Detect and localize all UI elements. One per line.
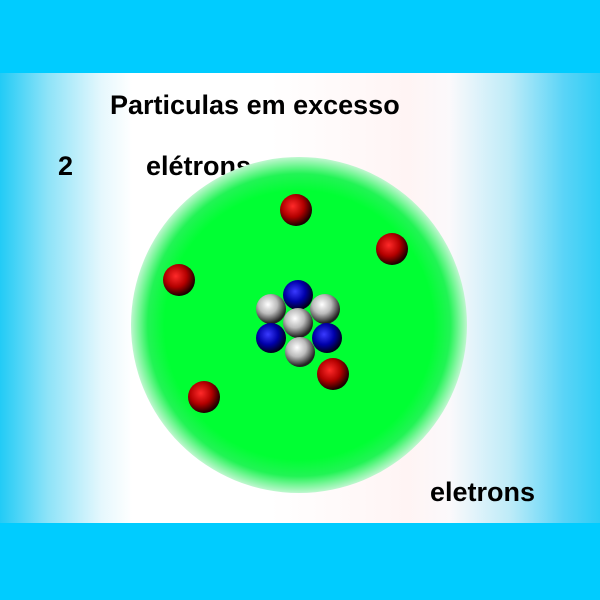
neutron [256,294,286,324]
neutron [283,308,313,338]
electrons [163,194,408,413]
proton [312,323,342,353]
neutron [310,294,340,324]
electron [317,358,349,390]
excess-count: 2 [58,151,74,181]
electron [376,233,408,265]
electron [163,264,195,296]
proton [283,280,313,310]
proton [256,323,286,353]
top-band [0,0,600,73]
caption-label: eletrons [430,477,536,507]
neutron [285,337,315,367]
electron [188,381,220,413]
nucleus [256,280,342,367]
page-title: Particulas em excesso [110,90,400,120]
electron [280,194,312,226]
bottom-band [0,523,600,600]
